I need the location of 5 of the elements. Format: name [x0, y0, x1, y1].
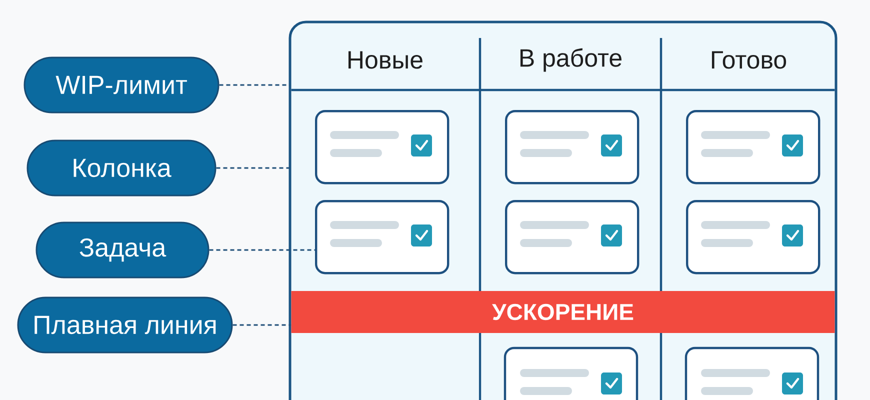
- label-pill: Задача: [36, 222, 210, 278]
- label-pill: WIP-лимит: [24, 56, 220, 114]
- swimlane-band: УСКОРЕНИЕ: [291, 291, 835, 333]
- label-pill: Плавная линия: [17, 296, 233, 354]
- label-pill: Колонка: [26, 140, 216, 196]
